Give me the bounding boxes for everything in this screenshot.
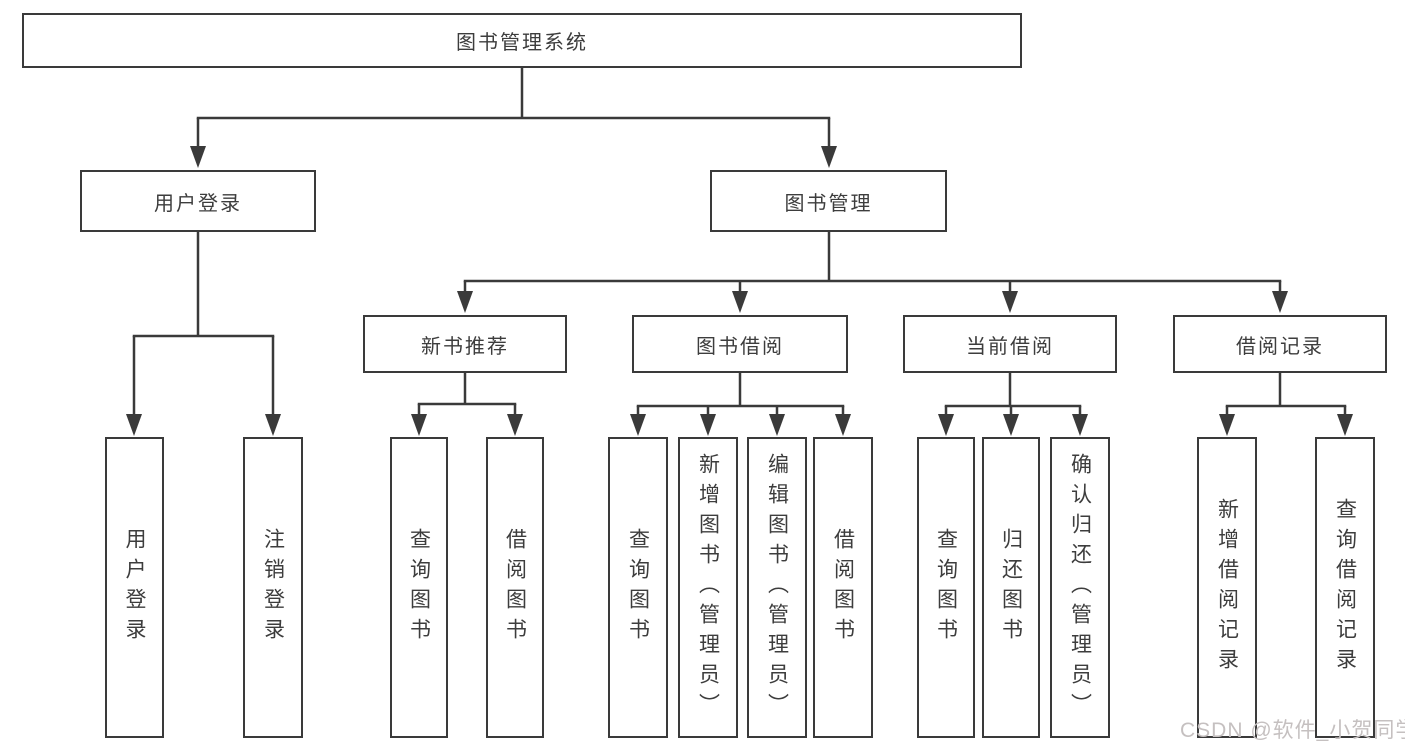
node-new-book-recommend: 新书推荐 <box>363 315 567 373</box>
watermark: CSDN @软件_小贺同学 <box>1180 719 1405 742</box>
node-user-login: 用户登录 <box>80 170 316 232</box>
node-book-management: 图书管理 <box>710 170 947 232</box>
leaf-nb-query-books: 查询图书 <box>390 437 448 738</box>
leaf-user-login: 用户登录 <box>105 437 164 738</box>
node-book-borrow: 图书借阅 <box>632 315 848 373</box>
leaf-cb-query-books: 查询图书 <box>917 437 975 738</box>
leaf-cb-confirm-return-admin: 确认归还（管理员） <box>1050 437 1110 738</box>
leaf-bb-add-books-admin: 新增图书（管理员） <box>678 437 738 738</box>
leaf-bb-borrow-books: 借阅图书 <box>813 437 873 738</box>
node-current-borrow: 当前借阅 <box>903 315 1117 373</box>
node-root: 图书管理系统 <box>22 13 1022 68</box>
node-borrow-records: 借阅记录 <box>1173 315 1387 373</box>
leaf-logout-login: 注销登录 <box>243 437 303 738</box>
leaf-bb-edit-books-admin: 编辑图书（管理员） <box>747 437 807 738</box>
leaf-br-add-record: 新增借阅记录 <box>1197 437 1257 738</box>
leaf-nb-borrow-books: 借阅图书 <box>486 437 544 738</box>
leaf-bb-query-books: 查询图书 <box>608 437 668 738</box>
leaf-br-query-record: 查询借阅记录 <box>1315 437 1375 738</box>
leaf-cb-return-books: 归还图书 <box>982 437 1040 738</box>
